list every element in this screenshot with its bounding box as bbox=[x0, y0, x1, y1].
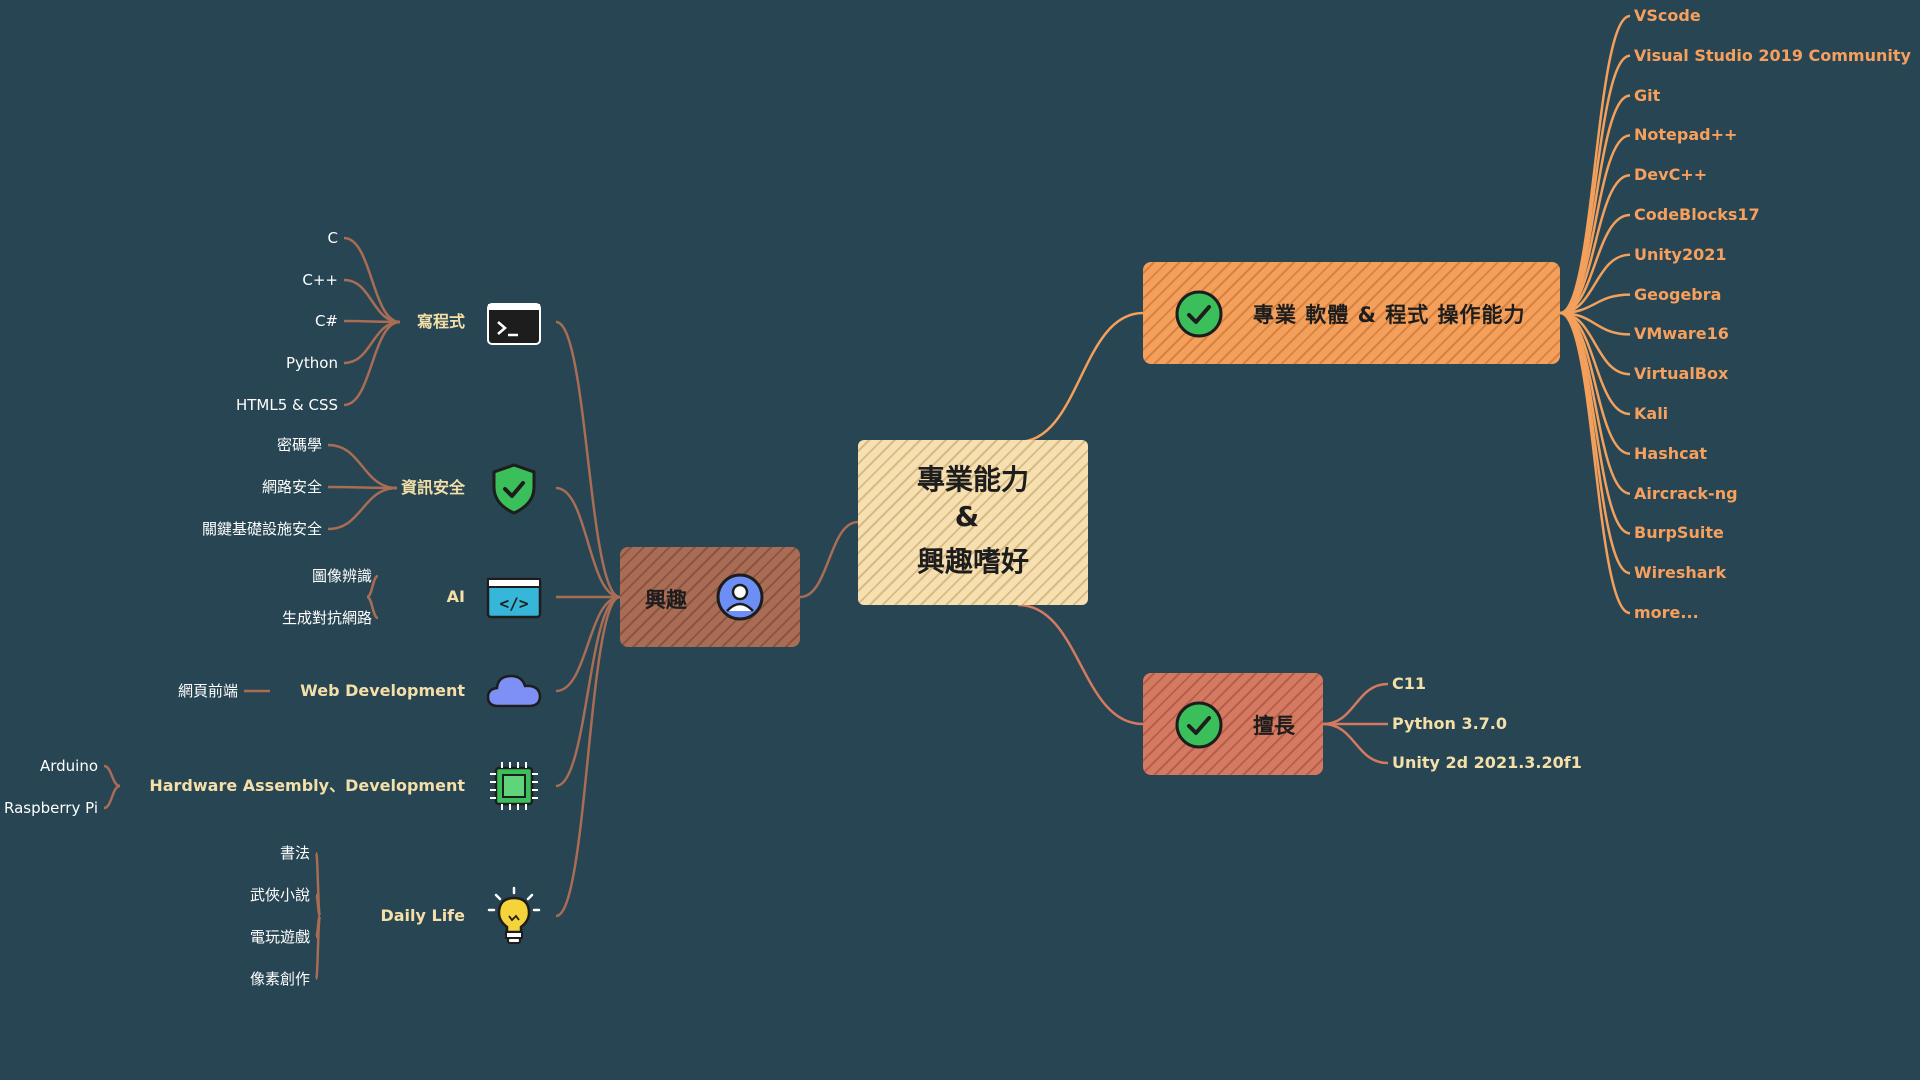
connector-branch-leaf bbox=[103, 784, 121, 810]
connector-software-leaf bbox=[1559, 14, 1631, 315]
connector-branch-leaf bbox=[343, 320, 401, 407]
interest-leaf[interactable]: 關鍵基礎設施安全 bbox=[201, 520, 322, 538]
shield-check-icon bbox=[490, 462, 538, 520]
interest-leaf[interactable]: 武俠小說 bbox=[249, 886, 310, 904]
interest-leaf[interactable]: 密碼學 bbox=[276, 436, 322, 454]
interest-leaf[interactable]: Arduino bbox=[39, 757, 98, 775]
user-avatar-icon bbox=[716, 573, 764, 625]
software-item[interactable]: VirtualBox bbox=[1634, 364, 1729, 384]
software-item[interactable]: Unity2021 bbox=[1634, 244, 1727, 264]
center-title-line2: & bbox=[954, 500, 980, 533]
software-item[interactable]: Hashcat bbox=[1634, 443, 1708, 463]
software-item[interactable]: Visual Studio 2019 Community bbox=[1634, 45, 1911, 65]
skills-item[interactable]: Python 3.7.0 bbox=[1392, 714, 1507, 733]
software-item[interactable]: Geogebra bbox=[1634, 284, 1722, 304]
connector-skills-leaf bbox=[1322, 682, 1389, 726]
interest-leaf[interactable]: 網頁前端 bbox=[177, 682, 238, 700]
interest-leaf[interactable]: 網路安全 bbox=[261, 478, 322, 496]
connector-software-leaf bbox=[1559, 54, 1631, 315]
skills-item[interactable]: C11 bbox=[1392, 674, 1427, 693]
connector-software-leaf bbox=[1559, 213, 1631, 315]
interest-leaf[interactable]: Python bbox=[286, 354, 338, 372]
chip-icon bbox=[488, 760, 540, 816]
connector-branch-leaf bbox=[327, 443, 398, 490]
connector-skills-leaf bbox=[1322, 722, 1389, 765]
connector-software-leaf bbox=[1559, 173, 1631, 315]
branch-label-ai[interactable]: AI bbox=[446, 587, 465, 606]
software-item[interactable]: VScode bbox=[1634, 6, 1701, 25]
connector-interests-branch bbox=[555, 595, 621, 693]
software-item[interactable]: Git bbox=[1634, 85, 1661, 105]
svg-text:</>: </> bbox=[500, 594, 529, 613]
connector-branch-leaf bbox=[314, 914, 322, 981]
connector-center-skills bbox=[1017, 603, 1144, 726]
connector-software-leaf bbox=[1559, 311, 1631, 575]
check-circle-icon bbox=[1175, 701, 1223, 753]
connector-branch-leaf bbox=[327, 486, 398, 531]
connector-center-software bbox=[1017, 311, 1144, 444]
connector-center-interests bbox=[799, 520, 859, 599]
connector-software-leaf bbox=[1559, 94, 1631, 315]
skills-title: 擅長 bbox=[1253, 714, 1295, 738]
branch-label-web[interactable]: Web Development bbox=[300, 681, 465, 700]
connector-branch-leaf bbox=[103, 764, 121, 788]
software-item[interactable]: Wireshark bbox=[1634, 563, 1727, 583]
software-item[interactable]: Notepad++ bbox=[1634, 125, 1738, 145]
software-title: 專業 軟體 & 程式 操作能力 bbox=[1253, 303, 1526, 327]
interest-leaf[interactable]: C# bbox=[314, 312, 338, 330]
skills-item[interactable]: Unity 2d 2021.3.20f1 bbox=[1392, 753, 1582, 772]
branch-label-hardware[interactable]: Hardware Assembly、Development bbox=[149, 776, 465, 795]
interest-leaf[interactable]: 書法 bbox=[279, 844, 310, 862]
terminal-icon bbox=[486, 302, 542, 350]
connector-interests-branch bbox=[555, 595, 621, 918]
interests-title: 興趣 bbox=[645, 588, 687, 612]
branch-label-security[interactable]: 資訊安全 bbox=[400, 478, 465, 497]
center-title-line1: 專業能力 bbox=[916, 463, 1029, 496]
interest-leaf[interactable]: C++ bbox=[302, 271, 338, 289]
interest-leaf[interactable]: 生成對抗網路 bbox=[281, 609, 372, 627]
connector-branch-leaf bbox=[343, 278, 401, 324]
software-item[interactable]: VMware16 bbox=[1634, 324, 1729, 344]
code-window-icon: </> bbox=[486, 577, 542, 623]
connector-interests-branch bbox=[555, 595, 621, 788]
skills-node[interactable]: 擅長 bbox=[1143, 673, 1323, 775]
software-item[interactable]: BurpSuite bbox=[1634, 523, 1724, 543]
connector-interests-branch bbox=[555, 320, 621, 599]
software-item[interactable]: CodeBlocks17 bbox=[1634, 205, 1760, 224]
center-node[interactable]: 專業能力 & 興趣嗜好 bbox=[858, 440, 1088, 605]
connector-software-leaf bbox=[1559, 253, 1631, 315]
center-title-line3: 興趣嗜好 bbox=[916, 545, 1029, 578]
connector-branch-leaf bbox=[343, 319, 401, 324]
interest-leaf[interactable]: 像素創作 bbox=[249, 970, 310, 988]
connector-software-leaf bbox=[1559, 311, 1631, 615]
software-item[interactable]: Aircrack-ng bbox=[1634, 483, 1738, 503]
software-node[interactable]: 專業 軟體 & 程式 操作能力 bbox=[1143, 262, 1560, 364]
check-circle-icon bbox=[1175, 290, 1223, 342]
interest-leaf[interactable]: Raspberry Pi bbox=[4, 799, 98, 817]
branch-label-coding[interactable]: 寫程式 bbox=[416, 312, 465, 331]
software-item[interactable]: DevC++ bbox=[1634, 165, 1708, 185]
branch-label-daily-life[interactable]: Daily Life bbox=[380, 906, 465, 925]
interests-node[interactable]: 興趣 bbox=[620, 547, 800, 647]
connector-interests-branch bbox=[555, 486, 621, 599]
interest-leaf[interactable]: HTML5 & CSS bbox=[235, 396, 338, 414]
cloud-icon bbox=[484, 668, 544, 716]
connector-branch-leaf bbox=[343, 236, 401, 324]
connector-branch-leaf bbox=[366, 595, 379, 620]
connector-branch-leaf bbox=[327, 485, 398, 490]
interest-leaf[interactable]: C bbox=[327, 229, 338, 247]
software-item[interactable]: Kali bbox=[1634, 404, 1669, 423]
lightbulb-icon bbox=[486, 886, 542, 952]
connector-branch-leaf bbox=[343, 320, 401, 365]
interest-leaf[interactable]: 圖像辨識 bbox=[311, 567, 372, 585]
interest-leaf[interactable]: 電玩遊戲 bbox=[249, 928, 310, 946]
software-item[interactable]: more... bbox=[1634, 603, 1699, 622]
